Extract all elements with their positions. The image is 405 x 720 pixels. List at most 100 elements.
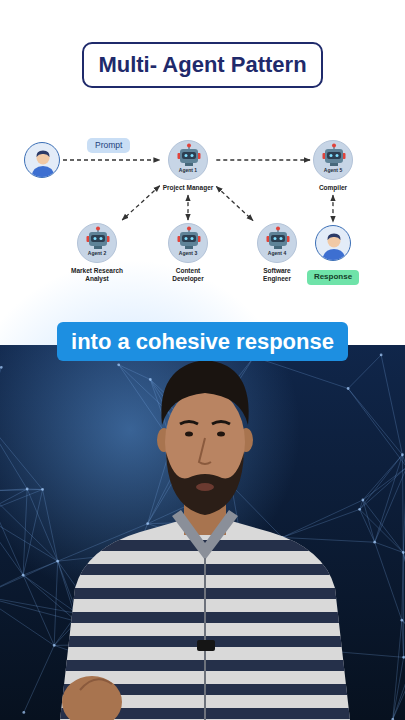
robot-eye (330, 154, 333, 157)
robot-head (89, 232, 107, 246)
network-line (348, 389, 402, 455)
dashed-connector (332, 195, 333, 222)
robot-eye (274, 237, 277, 240)
network-line (0, 491, 23, 575)
network-line (360, 509, 404, 552)
agent-node: Agent 2 Market Research Analyst (66, 223, 128, 283)
robot-visor (327, 152, 341, 159)
network-line (363, 467, 405, 500)
agent-number: Agent 3 (169, 251, 207, 256)
network-line (375, 542, 402, 620)
network-dot (146, 522, 149, 525)
role-label: Content Developer (167, 267, 209, 283)
network-line (375, 467, 405, 542)
agent-node: Agent 3 Content Developer (167, 223, 209, 283)
robot-eye (190, 154, 193, 157)
network-line (27, 488, 42, 489)
network-line (404, 636, 405, 657)
hand (62, 676, 122, 720)
network-line (0, 489, 43, 490)
network-line (0, 596, 54, 646)
robot-antenna-tip (276, 227, 280, 231)
zipper (204, 558, 206, 720)
microphone (197, 640, 215, 651)
robot-visor (182, 152, 196, 159)
network-line (360, 467, 405, 509)
robot-eye (336, 154, 339, 157)
user-icon (316, 226, 351, 261)
network-line (403, 553, 405, 637)
robot-icon (78, 224, 117, 263)
agent-node: Agent 5Compiler (313, 140, 353, 192)
network-line (282, 500, 363, 538)
user-icon (25, 143, 60, 178)
network-line (0, 561, 58, 596)
eye (185, 432, 193, 437)
network-dot (56, 560, 59, 563)
robot-eye (280, 237, 283, 240)
network-line (348, 355, 381, 389)
network-line (0, 596, 77, 622)
network-dot (26, 488, 29, 491)
finger (80, 679, 112, 690)
network-line (363, 500, 403, 553)
agent-number: Agent 2 (78, 251, 116, 256)
network-dot (391, 718, 394, 720)
network-line (402, 455, 404, 553)
dashed-connector (216, 159, 310, 160)
network-line (0, 489, 27, 491)
network-dot (401, 453, 404, 456)
robot-neck (185, 246, 193, 249)
robot-antenna-tip (187, 227, 191, 231)
network-dot (402, 551, 405, 554)
network-line (254, 357, 348, 389)
network-dot (149, 378, 152, 381)
robot-neck (185, 163, 193, 166)
robot-neck (330, 163, 338, 166)
robot-icon (169, 141, 208, 180)
network-line (282, 537, 374, 542)
user-body (322, 249, 346, 261)
agent-circle: Agent 5 (313, 140, 353, 180)
network-line (403, 467, 405, 552)
robot-icon (258, 224, 297, 263)
network-line (43, 489, 58, 561)
network-dot (402, 656, 405, 659)
prompt-pill: Prompt (87, 138, 130, 153)
network-line (0, 491, 58, 561)
network-dot (373, 541, 376, 544)
network-line (360, 455, 403, 510)
network-dot (0, 366, 3, 369)
network-line (27, 489, 58, 561)
robot-head (325, 149, 343, 163)
agent-circle: Agent 2 (77, 223, 117, 263)
agent-node: Agent 4Software Engineer (256, 223, 298, 283)
agent-circle: Agent 4 (257, 223, 297, 263)
network-lines (0, 354, 405, 720)
robot-neck (274, 246, 282, 249)
robot-antenna-tip (187, 144, 191, 148)
dashed-connector (216, 186, 253, 220)
network-dot (358, 508, 361, 511)
network-line (23, 489, 27, 575)
user-hair (327, 234, 340, 241)
network-dot (347, 387, 350, 390)
network-line (54, 561, 57, 645)
beard (166, 452, 244, 515)
robot-antenna-tip (96, 227, 100, 231)
robot-head (180, 232, 198, 246)
network-line (363, 455, 403, 500)
agent-node: Agent 1Project Manager (163, 140, 214, 192)
robot-eye (191, 237, 194, 240)
eyebrow (180, 422, 198, 425)
robot-icon (169, 224, 208, 263)
role-label: Market Research Analyst (66, 267, 128, 283)
dashed-connector (187, 195, 188, 220)
robot-icon (314, 141, 353, 180)
dashed-connector (63, 159, 160, 160)
network-dot (361, 499, 364, 502)
network-dot (53, 644, 56, 647)
network-line (375, 455, 403, 542)
robot-visor (91, 235, 105, 242)
